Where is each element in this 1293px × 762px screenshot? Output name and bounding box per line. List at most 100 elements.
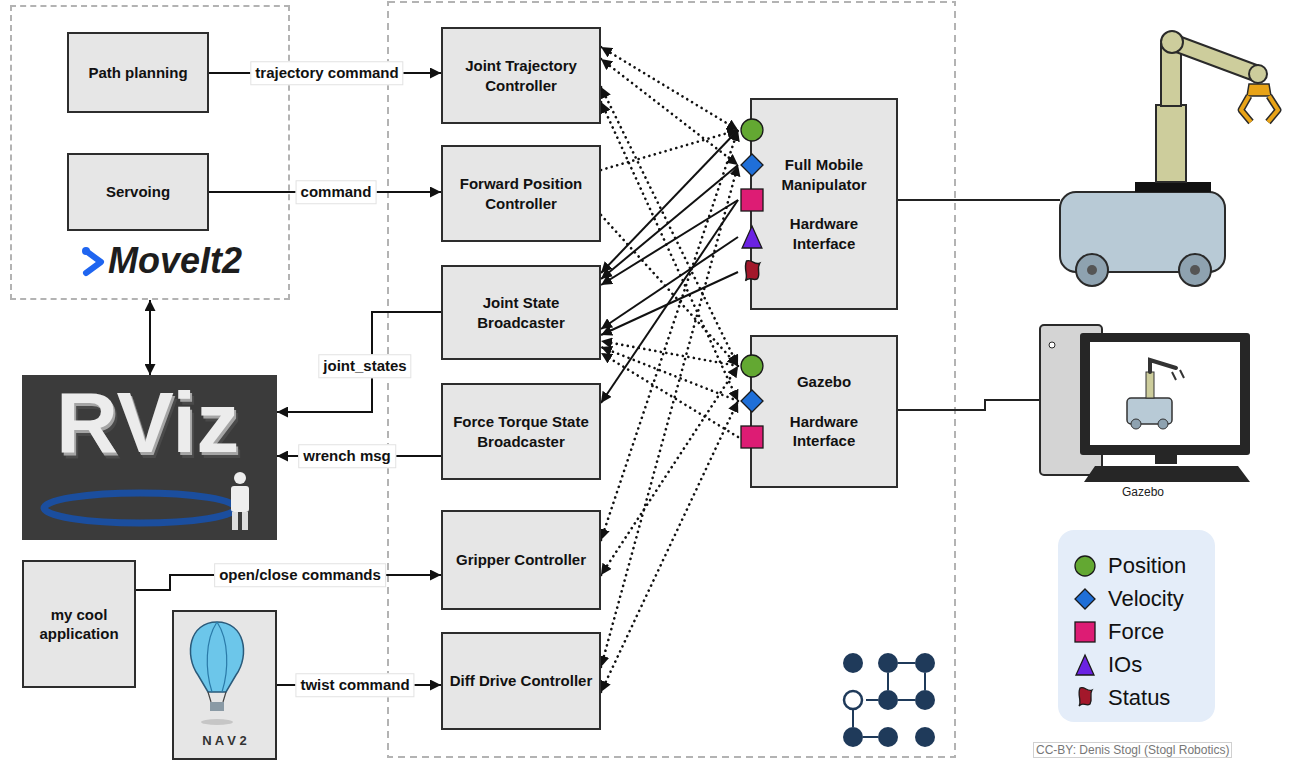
mobile-manipulator-illustration [1247, 84, 1271, 96]
node-text: Joint Trajectory Controller [449, 56, 593, 95]
legend-symbol [1075, 589, 1095, 609]
computer-illustration [1049, 342, 1055, 348]
nav2-logo [207, 622, 226, 692]
nav2-logo [190, 622, 243, 692]
edge-label: trajectory command [250, 61, 403, 85]
edge-label: wrench msg [298, 444, 396, 468]
mobile-manipulator-illustration [1172, 42, 1258, 74]
legend-symbol [1072, 685, 1098, 711]
moveit-logo-mark [82, 247, 90, 255]
node-text: my cool application [30, 605, 128, 644]
nav2-logo [172, 610, 277, 760]
node-text: MoveIt2 [108, 238, 242, 285]
computer-illustration [1146, 372, 1154, 398]
signal-arrow [601, 165, 738, 279]
nav2-logo [210, 702, 224, 711]
port-column [738, 335, 766, 488]
port-symbol [741, 355, 763, 377]
controller-box: Gripper Controller [441, 510, 601, 610]
legend-symbol [1075, 622, 1095, 642]
legend-symbol [1072, 586, 1098, 612]
interface-link [601, 353, 738, 437]
rviz-screenshot [22, 375, 277, 540]
port-symbol [741, 119, 763, 141]
computer-illustration [1158, 419, 1168, 429]
mobile-manipulator-illustration [1190, 265, 1200, 275]
port-symbol [741, 390, 763, 412]
mobile-manipulator-illustration [1179, 254, 1211, 286]
interface-link [601, 401, 738, 692]
status-symbol [745, 261, 759, 281]
controller-box: Diff Drive Controller [441, 632, 601, 730]
port-symbol [742, 226, 762, 248]
legend-symbol [1072, 619, 1098, 645]
robot-figure [232, 512, 238, 530]
legend-symbol [1075, 556, 1095, 576]
control-region [388, 2, 955, 757]
legend-symbol [1072, 652, 1098, 678]
ros2-control-logo [843, 653, 863, 673]
legend-text: Position [1108, 553, 1186, 579]
controller-box: Joint Trajectory Controller [441, 27, 601, 124]
robot-figure [242, 512, 248, 530]
process-box: Servoing [67, 153, 209, 231]
controller-box: Forward Position Controller [441, 145, 601, 242]
mobile-manipulator-illustration [1161, 31, 1183, 53]
legend-text: IOs [1108, 652, 1142, 678]
computer-illustration [1150, 360, 1176, 372]
circle-symbol [1075, 556, 1095, 576]
mobile-manipulator-illustration [1172, 42, 1258, 74]
circle-symbol [741, 119, 763, 141]
interface-link [601, 130, 738, 540]
controller-box: Joint State Broadcaster [441, 265, 601, 360]
process-box: Path planning [67, 32, 209, 113]
illustration-caption: Gazebo [1120, 485, 1166, 499]
signal-arrow [601, 272, 738, 335]
signal-arrow [601, 200, 738, 403]
ros2-control-logo [853, 663, 925, 737]
legend-row: Force [1072, 615, 1215, 648]
node-text: Gazebo [797, 372, 851, 392]
port-symbol [741, 154, 763, 176]
interface-link [601, 47, 738, 130]
mobile-manipulator-illustration [1241, 96, 1251, 122]
legend-text: Status [1108, 685, 1170, 711]
mobile-manipulator-illustration [1087, 265, 1097, 275]
diamond-symbol [741, 390, 763, 412]
legend-row: IOs [1072, 648, 1215, 681]
interface-box: Full Mobile ManipulatorHardware Interfac… [750, 98, 898, 310]
node-text: Diff Drive Controller [450, 671, 593, 691]
node-text: N A V 2 [202, 733, 247, 750]
robot-figure [231, 472, 249, 530]
ros2-control-logo [915, 727, 935, 747]
square-symbol [741, 426, 763, 448]
legend-text: Velocity [1108, 586, 1184, 612]
ros2-control-logo [878, 727, 898, 747]
signal-arrow [601, 237, 738, 329]
tool-group: MoveIt2 Path planningServoing [10, 5, 290, 300]
edge-label: twist command [295, 673, 414, 697]
mobile-manipulator-illustration [1135, 182, 1211, 192]
computer-illustration [1155, 455, 1177, 464]
circle-symbol [741, 355, 763, 377]
ros2-control-logo [843, 727, 863, 747]
rviz-screenshot [44, 493, 236, 523]
mobile-manipulator-illustration [1156, 105, 1186, 182]
node-text: RViz [56, 379, 239, 465]
legend-symbol [1079, 687, 1092, 705]
status-symbol [1079, 687, 1092, 705]
interface-link [601, 165, 738, 667]
port-symbol [745, 261, 759, 281]
process-box: my cool application [22, 560, 136, 688]
tool-panel: RViz [22, 375, 277, 540]
interface-link [601, 215, 738, 366]
square-symbol [741, 189, 763, 211]
node-text: Servoing [106, 182, 170, 202]
computer-illustration [1080, 333, 1250, 455]
node-text: Full Mobile Manipulator [758, 155, 890, 194]
hardware-wire [898, 200, 1060, 410]
port-symbol [741, 426, 763, 448]
mobile-manipulator-illustration [1268, 96, 1278, 122]
tool-panel: N A V 2 [172, 610, 277, 760]
triangle-symbol [742, 226, 762, 248]
